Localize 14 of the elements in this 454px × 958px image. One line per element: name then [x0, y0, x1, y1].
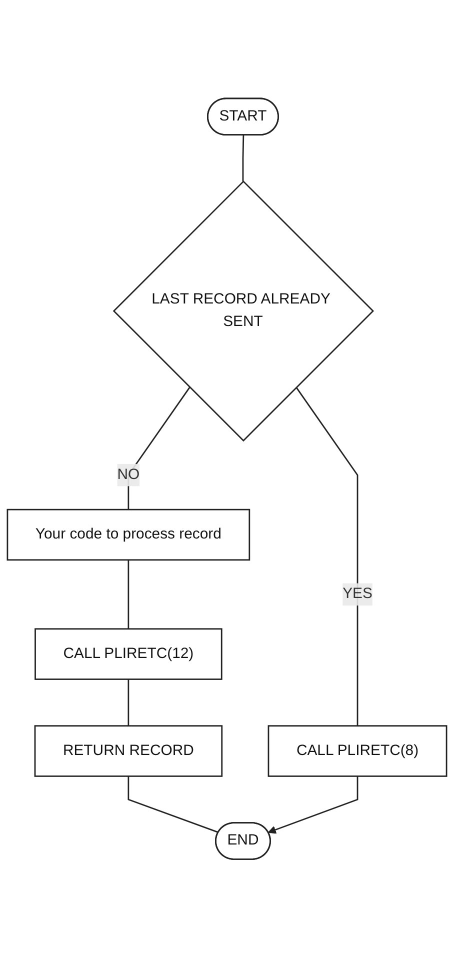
node-box: RETURN RECORD	[34, 725, 223, 778]
connector	[296, 387, 358, 726]
edge-label: YES	[342, 586, 372, 602]
node-box: CALL PLIRETC(8)	[268, 725, 448, 778]
node-box: Your code to process record	[6, 509, 250, 561]
connector	[128, 776, 219, 834]
connector	[242, 135, 244, 182]
connector	[128, 679, 130, 726]
connector	[128, 560, 130, 630]
connector	[128, 387, 190, 510]
node-diamond: LAST RECORD ALREADY SENT	[112, 180, 374, 442]
arrow	[268, 776, 358, 834]
node-box: CALL PLIRETC(12)	[34, 628, 222, 680]
edge-label: NO	[117, 466, 140, 483]
